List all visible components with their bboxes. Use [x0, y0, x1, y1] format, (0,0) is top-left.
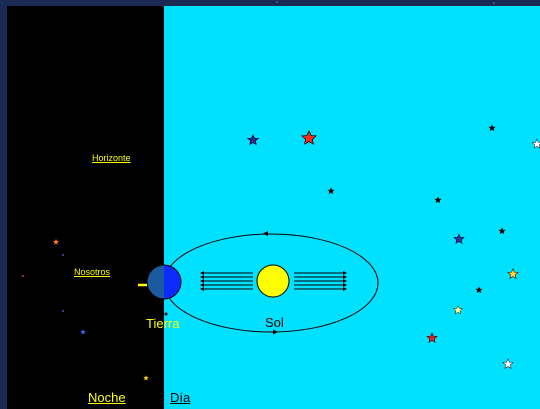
star-icon — [62, 254, 64, 256]
star-icon — [492, 1, 496, 5]
label-noche[interactable]: Noche — [88, 390, 126, 405]
sun-ray-arrows-left — [201, 272, 253, 290]
sun-ray-arrows-right — [294, 272, 346, 290]
star-icon — [275, 0, 279, 4]
label-tierra: Tierra — [146, 316, 180, 331]
sun-icon — [256, 264, 290, 298]
observer-dot — [164, 312, 168, 316]
label-horizonte[interactable]: Horizonte — [92, 153, 131, 163]
orbit-arrow-bottom — [273, 329, 278, 335]
label-dia[interactable]: Día — [170, 390, 191, 405]
star-icon — [62, 310, 64, 312]
label-sol: Sol — [265, 315, 284, 330]
orbit-arrow-top — [263, 231, 268, 236]
star-icon — [22, 275, 24, 277]
sun-ray-arrowheads-left — [200, 271, 204, 291]
sun-ray-arrowheads-right — [343, 271, 347, 291]
day-region — [164, 6, 540, 409]
night-region — [7, 6, 164, 409]
label-nosotros[interactable]: Nosotros — [74, 267, 111, 277]
earth-icon — [146, 264, 182, 300]
